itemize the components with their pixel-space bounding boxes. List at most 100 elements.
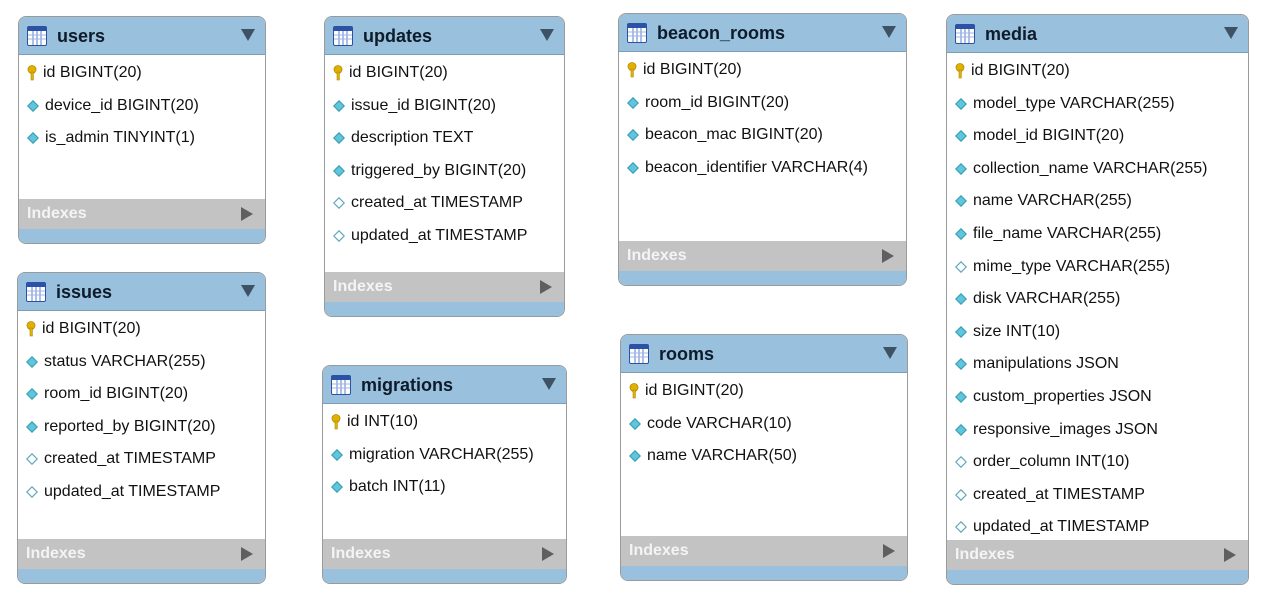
table-migrations[interactable]: migrations id INT(10) migration VARCHAR(25… — [322, 365, 567, 584]
column-row[interactable]: batch INT(11) — [331, 477, 446, 497]
primary-key-column[interactable]: id INT(10) — [331, 412, 418, 432]
column-row[interactable]: updated_at TIMESTAMP — [333, 226, 527, 246]
indexes-section[interactable]: Indexes — [19, 199, 265, 229]
table-users[interactable]: users id BIGINT(20) device_id BIGINT(20) is… — [18, 16, 266, 244]
column-row[interactable]: migration VARCHAR(255) — [331, 445, 534, 465]
table-name: users — [57, 26, 106, 46]
collapse-arrow-icon[interactable] — [1224, 27, 1238, 39]
column-row[interactable]: responsive_images JSON — [955, 420, 1158, 440]
expand-arrow-icon[interactable] — [241, 207, 253, 221]
expand-arrow-icon[interactable] — [882, 249, 894, 263]
indexes-section[interactable]: Indexes — [947, 540, 1248, 570]
column-row[interactable]: is_admin TINYINT(1) — [27, 128, 195, 148]
collapse-arrow-icon[interactable] — [241, 29, 255, 41]
column-row[interactable]: issue_id BIGINT(20) — [333, 96, 496, 116]
table-footer — [18, 569, 265, 583]
table-media[interactable]: media id BIGINT(20) model_type VARCHAR(255… — [946, 14, 1249, 585]
table-header[interactable]: beacon_rooms — [619, 14, 906, 52]
table-updates[interactable]: updates id BIGINT(20) issue_id BIGINT(20) d… — [324, 16, 565, 317]
column-row[interactable]: model_id BIGINT(20) — [955, 126, 1124, 146]
column-row[interactable]: collection_name VARCHAR(255) — [955, 159, 1207, 179]
expand-arrow-icon[interactable] — [542, 547, 554, 561]
table-footer — [19, 229, 265, 243]
table-issues[interactable]: issues id BIGINT(20) status VARCHAR(255) ro… — [17, 272, 266, 584]
expand-arrow-icon[interactable] — [1224, 548, 1236, 562]
column-row[interactable]: room_id BIGINT(20) — [627, 93, 789, 113]
column-row[interactable]: device_id BIGINT(20) — [27, 96, 199, 116]
collapse-arrow-icon[interactable] — [241, 285, 255, 297]
table-header[interactable]: updates — [325, 17, 564, 55]
table-header[interactable]: users — [19, 17, 265, 55]
table-header[interactable]: media — [947, 15, 1248, 53]
collapse-arrow-icon[interactable] — [542, 378, 556, 390]
key-icon — [629, 382, 639, 399]
indexes-section[interactable]: Indexes — [621, 536, 907, 566]
column-row[interactable]: size INT(10) — [955, 322, 1060, 342]
expand-arrow-icon[interactable] — [241, 547, 253, 561]
table-header[interactable]: migrations — [323, 366, 566, 404]
filled-diamond-icon — [955, 357, 967, 370]
expand-arrow-icon[interactable] — [540, 280, 552, 294]
column-row[interactable]: reported_by BIGINT(20) — [26, 417, 216, 437]
indexes-section[interactable]: Indexes — [18, 539, 265, 569]
primary-key-column[interactable]: id BIGINT(20) — [955, 61, 1070, 81]
column-row[interactable]: code VARCHAR(10) — [629, 414, 792, 434]
column-label: beacon_mac BIGINT(20) — [645, 126, 823, 143]
column-label: mime_type VARCHAR(255) — [973, 258, 1171, 275]
hollow-diamond-icon — [955, 260, 967, 273]
primary-key-column[interactable]: id BIGINT(20) — [333, 63, 448, 83]
column-row[interactable]: model_type VARCHAR(255) — [955, 94, 1175, 114]
table-footer — [621, 566, 907, 580]
table-header[interactable]: issues — [18, 273, 265, 311]
filled-diamond-icon — [333, 131, 345, 144]
filled-diamond-icon — [955, 423, 967, 436]
primary-key-column[interactable]: id BIGINT(20) — [26, 319, 141, 339]
column-row[interactable]: triggered_by BIGINT(20) — [333, 161, 526, 181]
column-row[interactable]: mime_type VARCHAR(255) — [955, 257, 1170, 277]
column-row[interactable]: created_at TIMESTAMP — [333, 193, 523, 213]
filled-diamond-icon — [26, 420, 38, 433]
column-row[interactable]: updated_at TIMESTAMP — [26, 482, 220, 502]
column-row[interactable]: created_at TIMESTAMP — [955, 485, 1145, 505]
indexes-section[interactable]: Indexes — [619, 241, 906, 271]
table-rooms[interactable]: rooms id BIGINT(20) code VARCHAR(10) name V… — [620, 334, 908, 581]
expand-arrow-icon[interactable] — [883, 544, 895, 558]
column-row[interactable]: file_name VARCHAR(255) — [955, 224, 1161, 244]
indexes-section[interactable]: Indexes — [325, 272, 564, 302]
column-label: migration VARCHAR(255) — [349, 446, 534, 463]
hollow-diamond-icon — [955, 488, 967, 501]
primary-key-column[interactable]: id BIGINT(20) — [629, 381, 744, 401]
hollow-diamond-icon — [26, 485, 38, 498]
column-row[interactable]: name VARCHAR(255) — [955, 191, 1132, 211]
filled-diamond-icon — [955, 97, 967, 110]
column-row[interactable]: description TEXT — [333, 128, 473, 148]
column-row[interactable]: beacon_mac BIGINT(20) — [627, 125, 823, 145]
column-row[interactable]: disk VARCHAR(255) — [955, 289, 1120, 309]
column-row[interactable]: updated_at TIMESTAMP — [955, 517, 1149, 537]
filled-diamond-icon — [333, 164, 345, 177]
table-name: media — [985, 24, 1038, 44]
filled-diamond-icon — [26, 387, 38, 400]
column-row[interactable]: manipulations JSON — [955, 354, 1119, 374]
column-row[interactable]: name VARCHAR(50) — [629, 446, 797, 466]
column-label: id BIGINT(20) — [42, 320, 141, 337]
column-row[interactable]: order_column INT(10) — [955, 452, 1130, 472]
hollow-diamond-icon — [26, 452, 38, 465]
column-row[interactable]: room_id BIGINT(20) — [26, 384, 188, 404]
column-row[interactable]: status VARCHAR(255) — [26, 352, 206, 372]
indexes-section[interactable]: Indexes — [323, 539, 566, 569]
collapse-arrow-icon[interactable] — [883, 347, 897, 359]
column-row[interactable]: created_at TIMESTAMP — [26, 449, 216, 469]
key-icon — [26, 320, 36, 337]
primary-key-column[interactable]: id BIGINT(20) — [27, 63, 142, 83]
column-label: updated_at TIMESTAMP — [973, 518, 1150, 535]
column-label: name VARCHAR(50) — [647, 447, 797, 464]
primary-key-column[interactable]: id BIGINT(20) — [627, 60, 742, 80]
table-grid-icon — [333, 26, 353, 46]
column-row[interactable]: custom_properties JSON — [955, 387, 1152, 407]
column-row[interactable]: beacon_identifier VARCHAR(4) — [627, 158, 868, 178]
collapse-arrow-icon[interactable] — [540, 29, 554, 41]
table-header[interactable]: rooms — [621, 335, 907, 373]
collapse-arrow-icon[interactable] — [882, 26, 896, 38]
